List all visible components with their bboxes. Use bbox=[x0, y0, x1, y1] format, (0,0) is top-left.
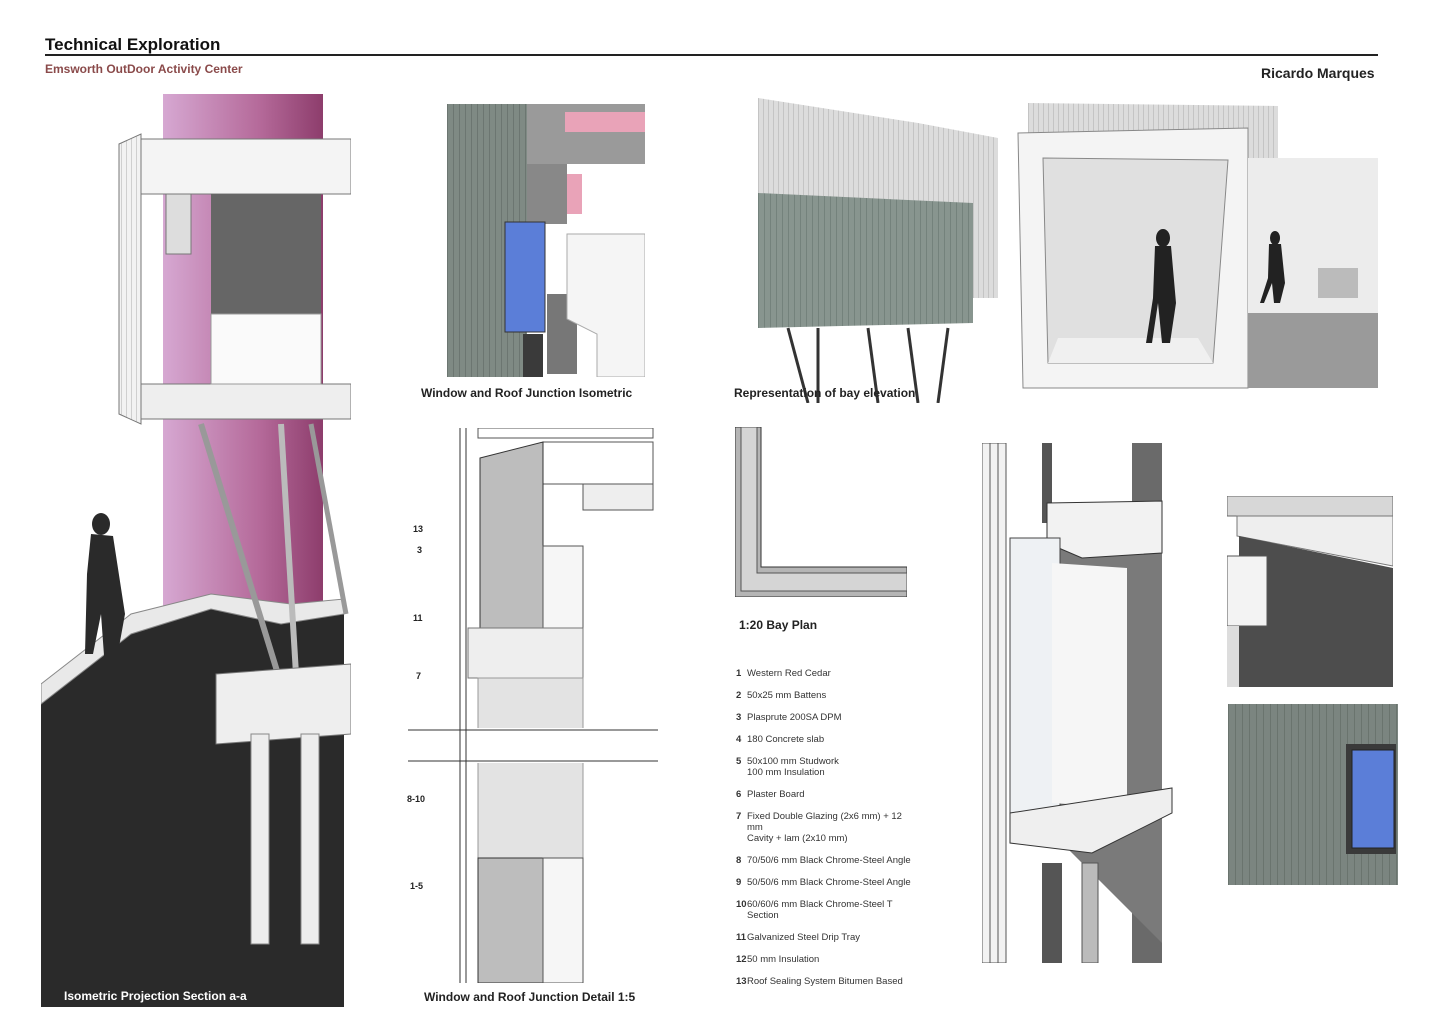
legend-text: Galvanized Steel Drip Tray bbox=[747, 932, 860, 943]
legend-number: 12 bbox=[736, 954, 747, 965]
legend-text: 50x25 mm Battens bbox=[747, 690, 827, 701]
junction-detail-drawing bbox=[408, 428, 658, 983]
legend-text: 60/60/6 mm Black Chrome-Steel T Section bbox=[747, 899, 893, 921]
legend-text: Western Red Cedar bbox=[747, 668, 831, 679]
legend-text: Plasprute 200SA DPM bbox=[747, 712, 842, 723]
detail-label-1-5: 1-5 bbox=[410, 881, 424, 891]
caption-junction-detail: Window and Roof Junction Detail 1:5 bbox=[424, 990, 636, 1004]
legend-item: 5 50x100 mm Studwork 100 mm Insulation bbox=[736, 756, 911, 778]
detail-label-7: 7 bbox=[416, 671, 422, 681]
legend-text: 50x100 mm Studwork 100 mm Insulation bbox=[747, 756, 839, 778]
bay-plan-drawing bbox=[735, 427, 907, 597]
legend-number: 13 bbox=[736, 976, 747, 987]
legend-number: 9 bbox=[736, 877, 742, 888]
page-title: Technical Exploration bbox=[45, 35, 221, 54]
legend-text: 50/50/6 mm Black Chrome-Steel Angle bbox=[747, 877, 911, 888]
legend-item: 6 Plaster Board bbox=[736, 789, 911, 800]
isometric-section-drawing bbox=[41, 94, 351, 1007]
bay-elevation-drawing bbox=[758, 98, 1378, 403]
legend-text: Plaster Board bbox=[747, 789, 805, 800]
roof-corner-isometric-drawing bbox=[1227, 496, 1393, 687]
junction-isometric-drawing bbox=[447, 94, 645, 377]
legend-item: 4 180 Concrete slab bbox=[736, 734, 911, 745]
legend-text: Roof Sealing System Bitumen Based bbox=[747, 976, 903, 987]
detail-label-13: 13 bbox=[413, 524, 424, 534]
legend-number: 7 bbox=[736, 811, 742, 822]
legend-number: 2 bbox=[736, 690, 742, 701]
legend-number: 5 bbox=[736, 756, 742, 767]
caption-bay-elevation: Representation of bay elevation bbox=[734, 386, 916, 400]
legend-text: 180 Concrete slab bbox=[747, 734, 825, 745]
caption-bay-plan: 1:20 Bay Plan bbox=[739, 618, 818, 632]
legend-item: 8 70/50/6 mm Black Chrome-Steel Angle bbox=[736, 855, 911, 866]
legend-item: 3 Plasprute 200SA DPM bbox=[736, 712, 911, 723]
title-rule bbox=[45, 54, 1378, 56]
detail-label-3: 3 bbox=[417, 545, 423, 555]
legend-text: 50 mm Insulation bbox=[747, 954, 820, 965]
window-section-perspective-drawing bbox=[982, 443, 1186, 963]
legend-text: 70/50/6 mm Black Chrome-Steel Angle bbox=[747, 855, 911, 866]
legend-number: 4 bbox=[736, 734, 742, 745]
caption-junction-isometric: Window and Roof Junction Isometric bbox=[421, 386, 633, 400]
cladding-window-elevation-drawing bbox=[1228, 704, 1398, 885]
legend-item: 9 50/50/6 mm Black Chrome-Steel Angle bbox=[736, 877, 911, 888]
legend-item: 2 50x25 mm Battens bbox=[736, 690, 911, 701]
detail-label-8-10: 8-10 bbox=[407, 794, 426, 804]
legend-number: 6 bbox=[736, 789, 742, 800]
legend-item: 7 Fixed Double Glazing (2x6 mm) + 12 mm C… bbox=[736, 811, 911, 844]
legend-number: 3 bbox=[736, 712, 742, 723]
legend-text: Fixed Double Glazing (2x6 mm) + 12 mm Ca… bbox=[747, 811, 902, 844]
legend-number: 11 bbox=[736, 932, 747, 943]
project-subtitle: Emsworth OutDoor Activity Center bbox=[45, 62, 243, 76]
caption-isometric-section: Isometric Projection Section a-a bbox=[64, 989, 247, 1003]
legend-number: 1 bbox=[736, 668, 742, 679]
detail-label-11: 11 bbox=[413, 613, 423, 623]
legend-number: 8 bbox=[736, 855, 742, 866]
legend-number: 10 bbox=[736, 899, 747, 910]
author-name: Ricardo Marques bbox=[1261, 65, 1375, 81]
legend-item: 1 Western Red Cedar bbox=[736, 668, 911, 679]
